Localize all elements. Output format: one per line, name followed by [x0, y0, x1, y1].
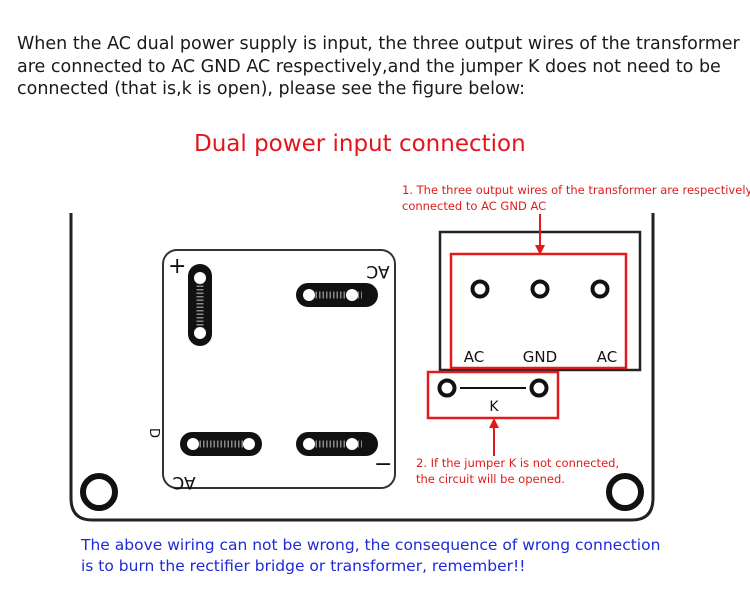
- rectifier-bridge-outline: [162, 249, 396, 489]
- warning-text: The above wiring can not be wrong, the c…: [81, 535, 660, 577]
- terminal-pin-ac-left: [470, 279, 490, 299]
- terminal-label-ac-left: AC: [464, 348, 484, 366]
- jumper-note: 2. If the jumper K is not connected,the …: [416, 456, 619, 487]
- terminal-label-ac-right: AC: [597, 348, 617, 366]
- terminal-pin-gnd: [530, 279, 550, 299]
- plus-label: +: [168, 254, 186, 279]
- jumper-pin-left: [437, 378, 457, 398]
- intro-paragraph: When the AC dual power supply is input, …: [17, 34, 740, 99]
- mounting-hole-right: [606, 473, 644, 511]
- jumper-note-line2: the circuit will be opened.: [416, 471, 565, 486]
- warning-line1: The above wiring can not be wrong, the c…: [81, 536, 661, 554]
- jumper-pin-right: [529, 378, 549, 398]
- bridge-pad-plus: [188, 264, 212, 346]
- jumper-note-line1: 2. If the jumper K is not connected,: [416, 456, 620, 470]
- bridge-pad-ac-bottom: [180, 432, 262, 456]
- ac-label-top: AC: [366, 261, 389, 281]
- transformer-note-line2: connected to AC GND AC: [402, 198, 547, 213]
- minus-label: −: [374, 452, 392, 477]
- mounting-hole-left: [80, 473, 118, 511]
- bridge-pad-ac-top: [296, 283, 378, 307]
- ac-label-bottom: AC: [172, 472, 195, 492]
- terminal-label-gnd: GND: [523, 348, 557, 366]
- warning-line2: is to burn the rectifier bridge or trans…: [81, 557, 526, 575]
- d-label: D: [146, 428, 161, 438]
- jumper-label: K: [489, 399, 499, 415]
- diagram-title: Dual power input connection: [194, 131, 526, 157]
- transformer-note: 1. The three output wires of the transfo…: [402, 183, 750, 214]
- pcb-outline: [69, 213, 655, 522]
- transformer-note-line1: 1. The three output wires of the transfo…: [402, 183, 750, 197]
- bridge-pad-minus: [296, 432, 378, 456]
- terminal-pin-ac-right: [590, 279, 610, 299]
